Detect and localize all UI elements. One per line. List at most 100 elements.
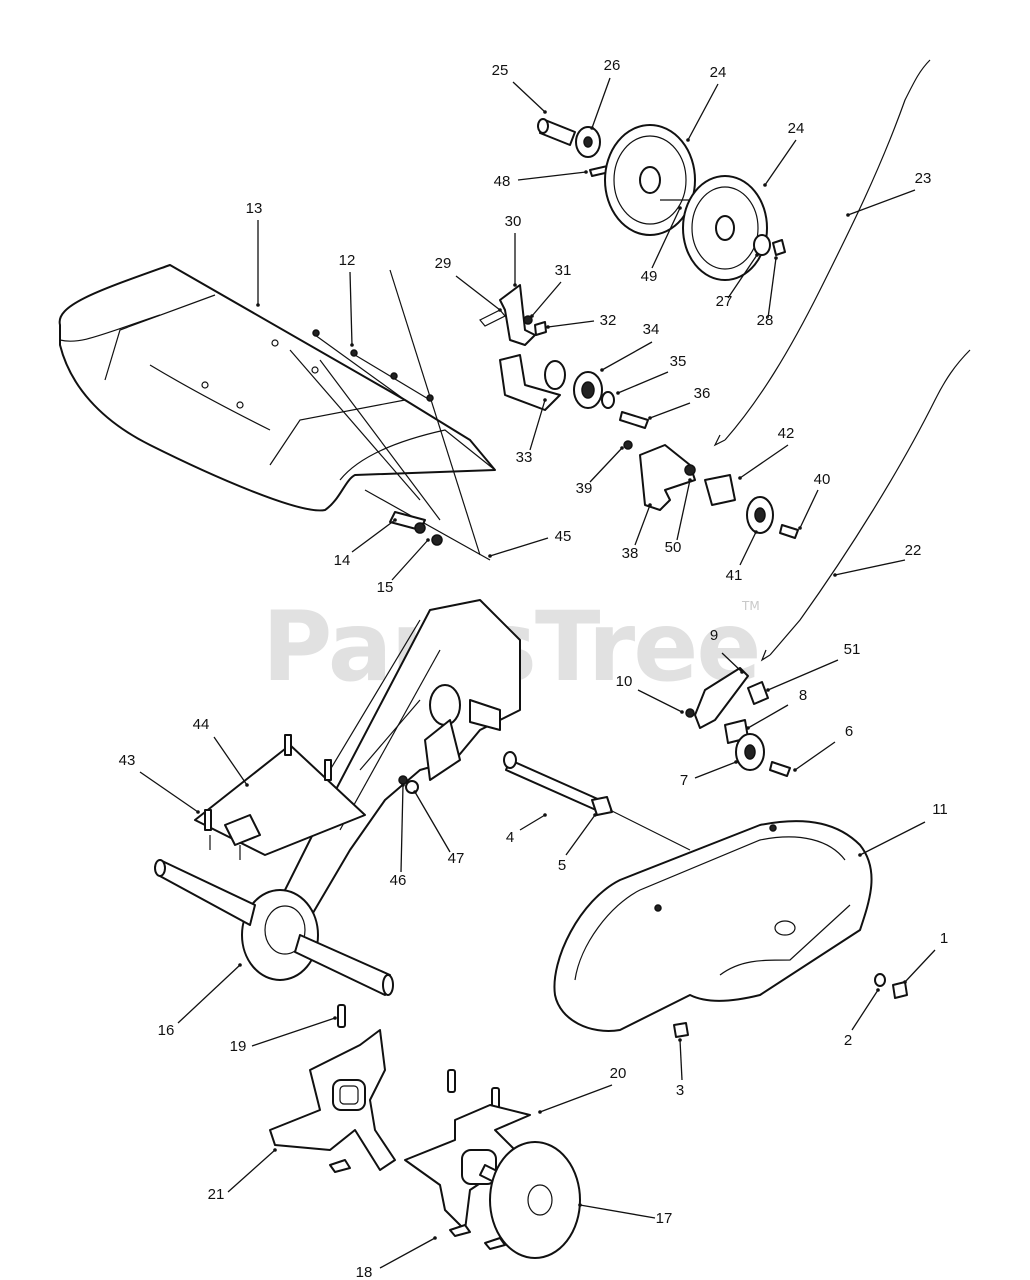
part-36-bolt	[619, 411, 649, 429]
part-29-spring	[479, 309, 506, 327]
leader-arrowhead-c49	[678, 206, 682, 210]
part-16-tine-shaft	[154, 859, 394, 996]
leader-arrowhead-c33	[543, 398, 547, 402]
callout-number-c29: 29	[435, 255, 452, 272]
leader-line-c12	[349, 271, 353, 346]
leader-arrowhead-c21	[273, 1148, 277, 1152]
callout-number-c43: 43	[119, 752, 136, 769]
transmission-housing	[264, 599, 521, 961]
part-24-pulley-lower	[682, 175, 768, 281]
leader-line-c33	[529, 399, 546, 451]
callout-number-c45: 45	[555, 528, 572, 545]
leader-arrowhead-c1	[903, 980, 907, 984]
part-7-pulley	[735, 733, 765, 771]
leader-arrowhead-c13	[256, 303, 260, 307]
leader-line-c32	[547, 320, 595, 328]
leader-arrowhead-c6	[793, 768, 797, 772]
leader-line-c4	[519, 814, 546, 831]
leader-line-c17	[579, 1204, 656, 1219]
callout-number-c39: 39	[576, 480, 593, 497]
leader-line-c43	[139, 771, 199, 813]
part-30-bracket	[499, 284, 536, 346]
leader-line-c22	[834, 559, 906, 576]
callout-number-c42: 42	[778, 425, 795, 442]
callout-number-c46: 46	[390, 872, 407, 889]
callout-number-c5: 5	[558, 857, 566, 874]
leader-line-c28	[767, 257, 777, 319]
part-11-side-cover	[553, 820, 873, 1032]
leader-line-c45	[489, 537, 549, 557]
leader-line-c24b	[764, 139, 797, 186]
leader-arrowhead-c8	[746, 726, 750, 730]
callout-number-c40: 40	[814, 471, 831, 488]
callout-number-c18: 18	[356, 1264, 373, 1280]
callout-number-c2: 2	[844, 1032, 852, 1049]
leader-arrowhead-c2	[876, 988, 880, 992]
leader-arrowhead-c12	[350, 343, 354, 347]
leader-arrowhead-c7	[734, 760, 738, 764]
leader-arrowhead-c24a	[686, 138, 690, 142]
leader-arrowhead-c39	[620, 446, 624, 450]
callout-number-c6: 6	[845, 723, 853, 740]
leader-line-c25	[512, 81, 546, 113]
part-14-15-45-hardware	[289, 269, 491, 561]
callout-number-c8: 8	[799, 687, 807, 704]
callout-number-c3: 3	[676, 1082, 684, 1099]
leader-arrowhead-c24b	[763, 183, 767, 187]
callout-number-c44: 44	[193, 716, 210, 733]
part-31-32-bolt-nut	[523, 315, 547, 336]
leader-arrowhead-c30	[513, 283, 517, 287]
leader-line-c1	[904, 949, 936, 983]
leader-arrowhead-c51	[766, 688, 770, 692]
leader-arrowhead-c32	[546, 325, 550, 329]
leader-arrowhead-c26	[590, 126, 594, 130]
callout-number-c24a: 24	[710, 64, 727, 81]
part-33-idler-arm	[499, 354, 561, 411]
leader-line-c3	[679, 1039, 683, 1081]
part-22-cable	[760, 349, 971, 662]
callout-number-c41: 41	[726, 567, 743, 584]
leader-arrowhead-c27	[755, 253, 759, 257]
part-44-mounting-plate	[194, 734, 366, 860]
leader-line-c51	[767, 659, 839, 691]
leader-arrowhead-c31	[530, 314, 534, 318]
leader-arrowhead-c47	[413, 790, 417, 794]
leader-arrowhead-c42	[738, 476, 742, 480]
leader-arrowhead-c22	[833, 573, 837, 577]
leader-line-c2	[851, 989, 879, 1031]
leader-line-c29	[455, 275, 501, 311]
leader-line-c42	[739, 444, 789, 479]
leader-line-c50	[676, 479, 691, 541]
leader-arrowhead-c40	[798, 526, 802, 530]
callout-number-c16: 16	[158, 1022, 175, 1039]
callout-number-c50: 50	[665, 539, 682, 556]
leader-arrowhead-c4	[543, 813, 547, 817]
part-13-belt-cover	[58, 264, 496, 512]
part-9-bracket	[694, 667, 749, 729]
leader-line-c5	[565, 814, 596, 856]
callout-number-c26: 26	[604, 57, 621, 74]
leader-line-c27	[727, 254, 758, 299]
leader-arrowhead-c15	[426, 538, 430, 542]
callout-number-c21: 21	[208, 1186, 225, 1203]
callout-number-c23: 23	[915, 170, 932, 187]
leader-arrowhead-c38	[648, 503, 652, 507]
leader-line-c18	[379, 1237, 436, 1269]
leader-line-c15	[391, 539, 429, 581]
part-6-bolt	[769, 761, 791, 777]
callout-number-c36: 36	[694, 385, 711, 402]
leader-arrowhead-c9	[740, 670, 744, 674]
leader-line-c46	[400, 784, 404, 873]
watermark-trademark: TM	[741, 599, 760, 613]
callout-number-c17: 17	[656, 1210, 673, 1227]
leader-line-c8	[747, 704, 789, 729]
callout-number-c31: 31	[555, 262, 572, 279]
callout-number-c11: 11	[932, 801, 948, 818]
leader-line-c10	[637, 689, 683, 713]
leader-arrowhead-c5	[593, 813, 597, 817]
leader-line-c36	[649, 402, 691, 419]
callout-number-c1: 1	[940, 930, 948, 947]
leader-arrowhead-c17	[578, 1203, 582, 1207]
leader-line-c35	[617, 371, 669, 394]
